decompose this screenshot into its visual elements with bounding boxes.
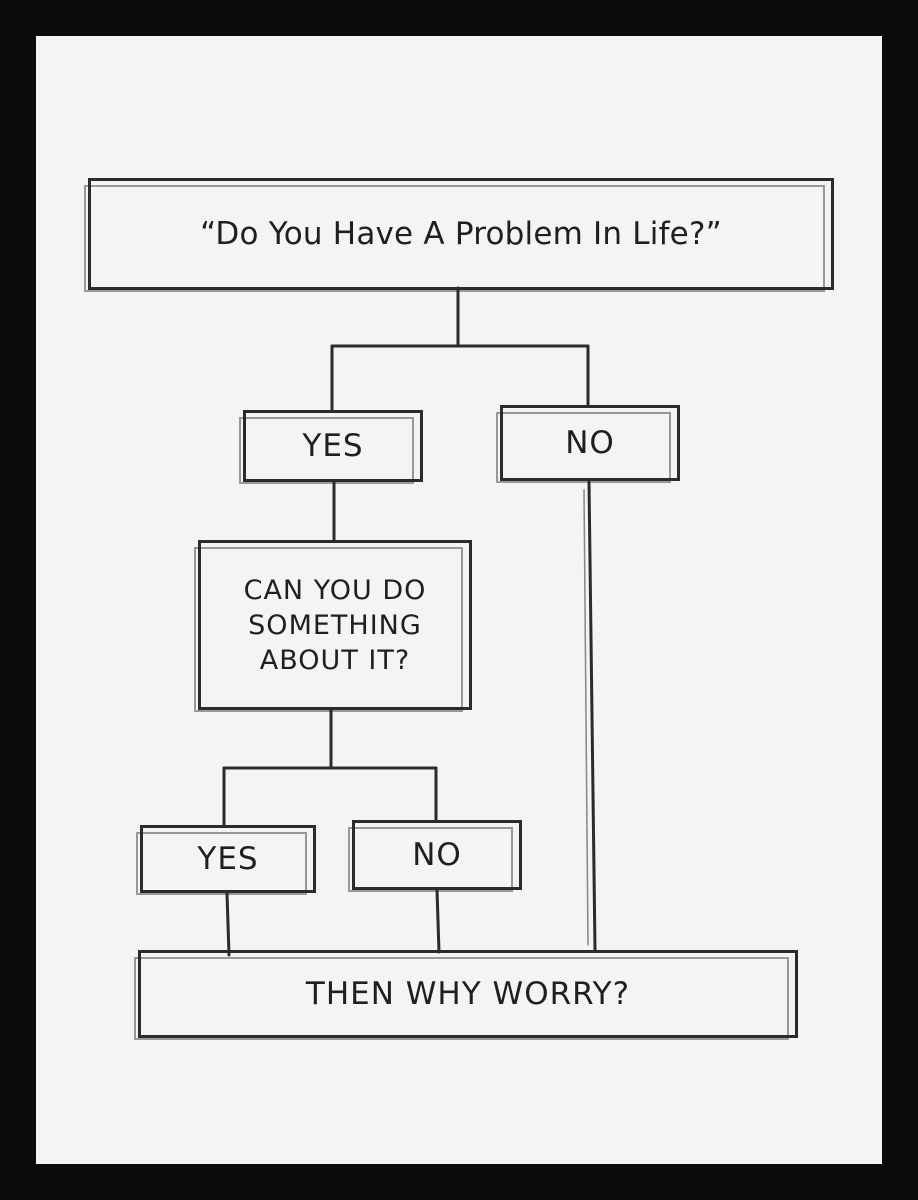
no-box-2: NO: [348, 820, 522, 892]
yes-box-1: YES: [239, 410, 423, 484]
connector-no2-conclusion: [435, 888, 441, 954]
conclusion-text: THEN WHY WORRY?: [305, 976, 631, 1012]
no-box-1: NO: [496, 405, 680, 483]
connector-yes2-conclusion: [225, 891, 231, 957]
follow-up-line-3: ABOUT IT?: [259, 644, 411, 676]
yes-label-1: YES: [302, 428, 364, 464]
follow-up-line-1: CAN YOU DO: [243, 574, 427, 606]
connector-no1-conclusion: [587, 480, 597, 952]
conclusion-box: THEN WHY WORRY?: [134, 950, 798, 1040]
follow-up-box: CAN YOU DO SOMETHING ABOUT IT?: [194, 540, 472, 712]
question-text: “Do You Have A Problem In Life?”: [200, 216, 722, 252]
connector-no1-conclusion-sketch: [583, 489, 589, 946]
yes-label-2: YES: [197, 841, 259, 877]
no-label-1: NO: [565, 425, 615, 461]
paper-sheet: [36, 36, 882, 1164]
no-label-2: NO: [412, 837, 462, 873]
yes-box-2: YES: [136, 825, 316, 895]
follow-up-line-2: SOMETHING: [248, 609, 422, 641]
question-box: “Do You Have A Problem In Life?”: [84, 178, 834, 292]
